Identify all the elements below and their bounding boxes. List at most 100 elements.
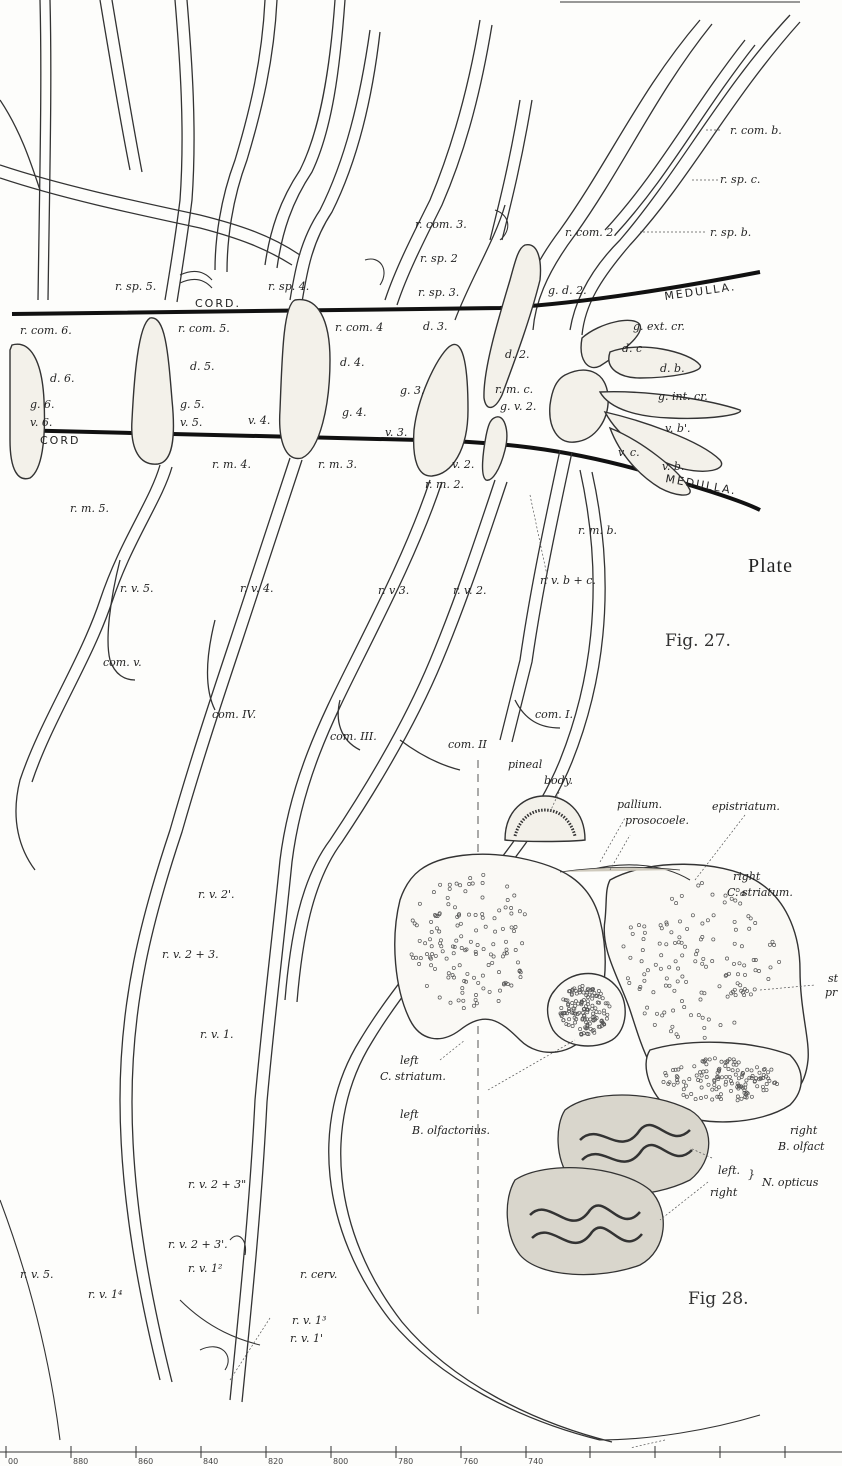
label-d-4: d. 4. xyxy=(340,356,365,369)
label-r-v-3: r. v 3. xyxy=(378,584,409,597)
nerve-r-v-bc-b xyxy=(512,452,572,742)
label-pr: pr xyxy=(825,986,838,999)
leader-r-v-bc xyxy=(530,495,548,580)
scale-tick-label: 820 xyxy=(268,1457,283,1466)
label-r-m-3: r. m. 3. xyxy=(318,458,357,471)
label-left-cs: left xyxy=(400,1054,419,1067)
label-d-5: d. 5. xyxy=(190,360,215,373)
label-r-v-2-3: r. v. 2 + 3. xyxy=(162,948,219,961)
pineal-body xyxy=(505,796,585,842)
label-r-v-5-low: r. v. 5. xyxy=(20,1268,53,1281)
label-r-com-5: r. com. 5. xyxy=(178,322,230,335)
label-v-4: v. 4. xyxy=(248,414,270,427)
label-b-olfact: B. olfact xyxy=(777,1140,825,1153)
label-v-b: v. b. xyxy=(662,460,684,473)
ganglion-v2 xyxy=(483,417,507,480)
nerve-left-bottom xyxy=(0,1200,60,1440)
label-g-4: g. 4. xyxy=(342,406,367,419)
scale-tick-label: 00 xyxy=(8,1457,18,1466)
scale-tick-label: 800 xyxy=(333,1457,348,1466)
label-d-c: d. c xyxy=(622,342,642,355)
label-com-iii: com. III. xyxy=(330,730,377,743)
nerve-loop-a xyxy=(180,271,212,280)
label-r-sp-c: r. sp. c. xyxy=(720,173,760,186)
label-r-com-2: r. com. 2. xyxy=(565,226,617,239)
label-g-int-cr: g. int. cr. xyxy=(658,390,708,403)
label-r-v-1-2: r. v. 1² xyxy=(188,1262,222,1275)
label-r-v-bc: r. v. b + c. xyxy=(540,574,596,587)
label-g-5: g. 5. xyxy=(180,398,205,411)
nerve-mid-top-d xyxy=(277,0,345,268)
label-r-com-4: r. com. 4 xyxy=(335,321,383,334)
nerve-left-top-b xyxy=(112,0,142,172)
label-g-ext-cr: g. ext. cr. xyxy=(633,320,685,333)
label-r-sp-2: r. sp. 2 xyxy=(420,252,458,265)
label-r-m-b: r. m. b. xyxy=(578,524,617,537)
label-pallium: pallium. xyxy=(617,798,662,811)
cord-upper-line xyxy=(12,272,760,314)
nerve-left-mid-b xyxy=(177,0,194,302)
ganglion-6 xyxy=(10,344,44,479)
leader-left-c-striatum xyxy=(440,1040,465,1060)
label-g-3: g. 3. xyxy=(400,384,425,397)
label-b-olfactorius: B. olfactorius. xyxy=(411,1124,490,1137)
label-r-v-2-3-dprime: r. v. 2 + 3" xyxy=(188,1178,246,1191)
label-v-b-prime: v. b'. xyxy=(665,422,690,435)
label-right-cs: right xyxy=(733,870,761,883)
label-r-sp-5: r. sp. 5. xyxy=(115,280,156,293)
label-epistriatum: epistriatum. xyxy=(712,800,780,813)
label-v-6: v. 6. xyxy=(30,416,52,429)
scale-tick-label: 740 xyxy=(528,1457,543,1466)
scale-tick-label: 840 xyxy=(203,1457,218,1466)
label-d-6: d. 6. xyxy=(50,372,75,385)
label-com-v: com. v. xyxy=(103,656,142,669)
nerve-r-v-1-loop xyxy=(200,1347,228,1370)
scale-ticks: 00880860840820800780760740 xyxy=(6,1446,785,1466)
label-n-opticus: N. opticus xyxy=(761,1176,819,1189)
label-r-v-5: r. v. 5. xyxy=(120,582,153,595)
plate-title: Plate xyxy=(748,555,793,577)
nerve-left-edge-a xyxy=(38,0,41,300)
scale-tick-label: 880 xyxy=(73,1457,88,1466)
nerve-left-top-a xyxy=(100,0,130,170)
label-v-5: v. 5. xyxy=(180,416,202,429)
label-cord-lower: CORD xyxy=(40,434,80,447)
label-v-2: v. 2. xyxy=(452,458,474,471)
label-v-c: v. c. xyxy=(618,446,640,459)
label-r-v-1-1: r. v. 1' xyxy=(290,1332,323,1345)
label-r-sp-b: r. sp. b. xyxy=(710,226,751,239)
label-r-sp-4: r. sp. 4. xyxy=(268,280,309,293)
scale-bar: 00880860840820800780760740 xyxy=(0,1446,842,1466)
nerve-loop-b xyxy=(180,279,212,288)
label-d-b: d. b. xyxy=(660,362,685,375)
label-r-v-2-prime: r. v. 2'. xyxy=(198,888,234,901)
nerve-r-sp-b xyxy=(605,40,745,230)
label-r-m-c: r. m. c. xyxy=(495,383,533,396)
label-r-v-4: r. v. 4. xyxy=(240,582,273,595)
label-g-d-2: g. d. 2. xyxy=(548,284,587,297)
label-left-b-olf: left xyxy=(400,1108,419,1121)
label-r-com-3: r. com. 3. xyxy=(415,218,467,231)
label-r-com-6: r. com. 6. xyxy=(20,324,72,337)
label-com-ii: com. II xyxy=(448,738,488,751)
label-n-right: right xyxy=(710,1186,738,1199)
label-r-m-4: r. m. 4. xyxy=(212,458,251,471)
label-n-left: left. xyxy=(718,1164,740,1177)
label-r-v-1-4: r. v. 1⁴ xyxy=(88,1288,122,1301)
label-pineal: pineal xyxy=(508,758,543,771)
label-c-striatum-left: C. striatum. xyxy=(380,1070,446,1083)
leader-pallium xyxy=(600,818,625,862)
label-pineal-body: body. xyxy=(544,774,573,787)
nerve-bottom-right xyxy=(600,1415,760,1440)
nerve-loop-c xyxy=(365,259,384,285)
nerve-mid-top-a xyxy=(215,0,265,270)
fig28-drawing xyxy=(395,760,815,1320)
ganglion-3 xyxy=(414,344,468,476)
label-r-v-1-3: r. v. 1³ xyxy=(292,1314,326,1327)
fig27-caption: Fig. 27. xyxy=(665,631,731,651)
nerve-r-sp-b-2 xyxy=(615,45,755,235)
label-c-striatum-right: C. striatum. xyxy=(727,886,793,899)
label-n-brace: } xyxy=(748,1168,755,1181)
label-com-iv: com. IV. xyxy=(212,708,256,721)
